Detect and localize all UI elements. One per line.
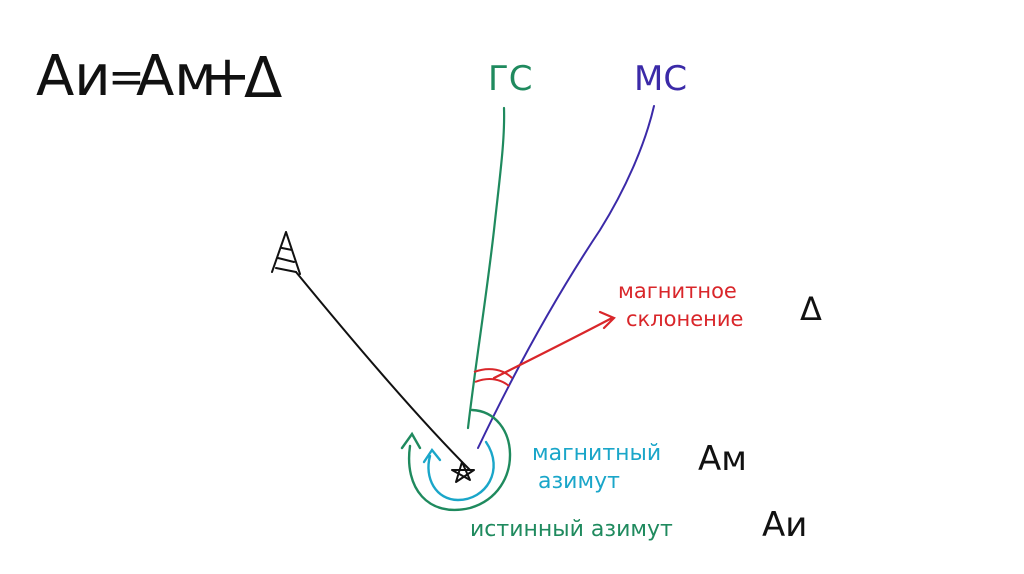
- declination-arrow: [492, 310, 616, 380]
- declination-label: магнитное склонение: [618, 279, 743, 331]
- formula: Aи = Aм + Δ: [36, 44, 282, 111]
- true-azimuth-label: истинный азимут: [470, 517, 673, 542]
- declination-symbol: Δ: [800, 290, 822, 328]
- geo-north-line: [466, 106, 506, 430]
- magnetic-azimuth-label: магнитный азимут: [532, 441, 661, 494]
- magnetic-azimuth-line2: азимут: [538, 469, 620, 494]
- true-azimuth-arc: [400, 408, 512, 511]
- formula-equals: =: [108, 52, 145, 103]
- declination-line2: склонение: [626, 307, 743, 331]
- magnetic-azimuth-symbol: Aм: [698, 439, 747, 479]
- object-direction-arrow: [271, 231, 471, 471]
- formula-plus: +: [204, 44, 251, 109]
- declination-line1: магнитное: [618, 279, 737, 303]
- mag-north-label: МС: [634, 59, 687, 99]
- magnetic-azimuth-arc: [422, 440, 495, 502]
- magnetic-azimuth-line1: магнитный: [532, 441, 661, 466]
- formula-ai: Aи: [36, 44, 111, 109]
- formula-delta: Δ: [244, 46, 282, 111]
- origin-star-icon: [451, 461, 475, 483]
- geo-north-label: ГС: [488, 59, 532, 99]
- mag-north-line: [477, 105, 655, 449]
- formula-am: Aм: [136, 44, 217, 109]
- true-azimuth-symbol: Aи: [762, 505, 807, 545]
- declination-arcs: [473, 368, 513, 387]
